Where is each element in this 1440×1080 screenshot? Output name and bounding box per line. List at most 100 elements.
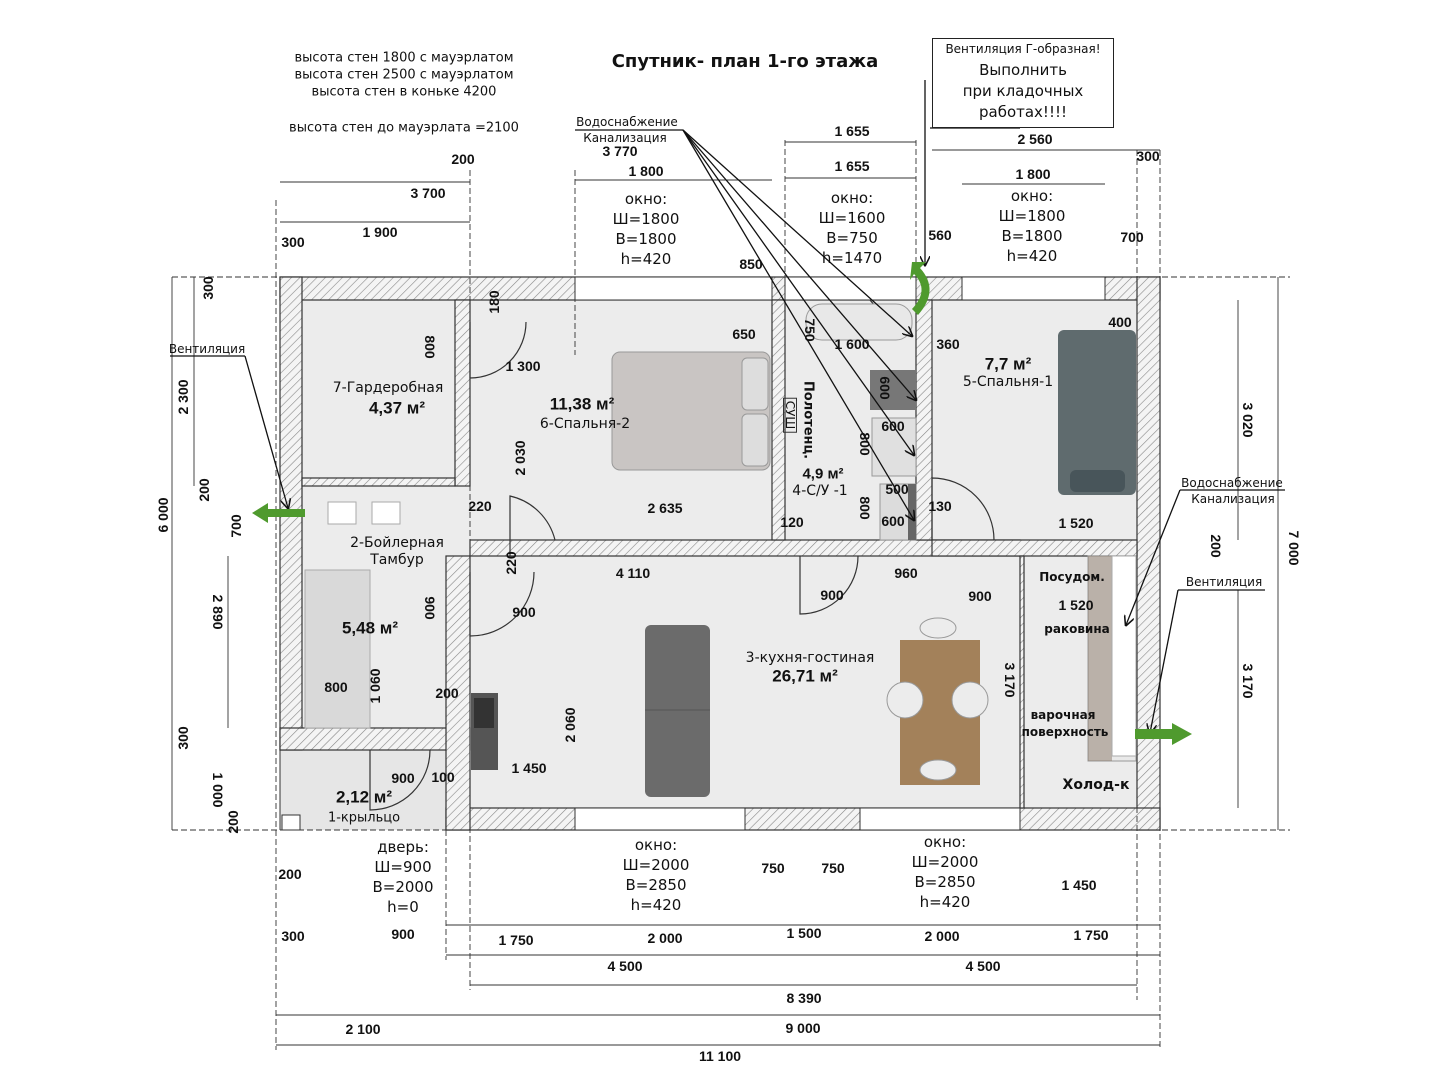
note-wall-height-1: высота стен 1800 с мауэрлатом [294,50,514,66]
vent-arrow-right [1135,723,1192,745]
window-height: В=2850 [625,876,687,894]
dimension-label: 600 [881,418,905,434]
dimension-label: 750 [802,318,818,342]
dimension-label: 220 [503,551,519,575]
door-swings [369,299,995,811]
vent-note-line: Вентиляция Г-образная! [945,42,1101,56]
door-sill: h=0 [387,898,419,916]
dimension-label: 200 [278,866,302,882]
dimension-label: 3 170 [1240,663,1256,699]
dimension-label: 800 [857,496,873,520]
dimension-label: 500 [885,481,909,497]
dimension-label: 1 800 [628,163,664,179]
vent-note-line: Выполнить [979,61,1067,79]
dimension-label: 2 560 [1017,131,1053,147]
dimension-label: 200 [435,685,459,701]
dimension-label: 100 [431,769,455,785]
window-label: окно: [624,190,668,208]
hob-label-2: поверхность [1021,725,1109,739]
fridge-label: Холод-к [1062,777,1130,793]
dimension-label: 200 [1208,534,1224,558]
window-spec-bedroom1: окно: Ш=1800 В=1800 h=420 [999,186,1066,266]
room-area-bedroom2: 11,38 м² [549,394,615,414]
window-sill: h=420 [1006,247,1058,265]
vent-arrows [252,262,1192,745]
dimension-label: 300 [1136,148,1160,164]
window-spec-living-1: окно: Ш=2000 В=2850 h=420 [623,835,690,915]
dimension-label: 800 [422,335,438,359]
sofa [645,625,710,797]
hob-label-1: варочная [1030,708,1096,722]
vent-note-line: работах!!!! [978,103,1067,121]
callout-sewer-top: Канализация [583,131,667,145]
dimension-label: 220 [468,498,492,514]
dimension-label: 300 [175,726,191,750]
dimension-label: 1 655 [834,158,870,174]
boiler-counter [304,569,371,729]
callout-sewer-right: Канализация [1191,492,1275,506]
dimension-label: 3 020 [1240,402,1256,438]
dimension-label: 2 060 [562,707,578,743]
window-label: окно: [830,189,874,207]
dimension-label: 8 390 [786,990,822,1006]
ventilation-note-box: Вентиляция Г-образная! Выполнить при кла… [932,38,1114,128]
window-label: окно: [1010,187,1054,205]
dimension-label: 7 000 [1286,530,1302,566]
dimension-label: 900 [820,587,844,603]
dimension-label: 9 000 [785,1020,821,1036]
dimension-lines [171,140,1290,1050]
callout-vent-right: Вентиляция [1185,575,1263,589]
window-spec-bedroom2: окно: Ш=1800 В=1800 h=420 [613,189,680,269]
room-area-porch: 2,12 м² [335,787,393,807]
dimension-label: 750 [761,860,785,876]
dimension-label: 2 635 [647,500,683,516]
dimension-label: 3 700 [410,185,446,201]
dimension-label: 2 030 [512,440,528,476]
dimension-label: 900 [422,596,438,620]
callout-water-top: Водоснабжение [576,115,678,129]
dimension-label: 1 450 [511,760,547,776]
dimension-label: 200 [196,478,212,502]
window-height: В=2850 [914,873,976,891]
dimension-label: 1 750 [1073,927,1109,943]
towel-dryer-label: Полотенц. [800,380,816,460]
window-openings [574,276,1106,831]
dimension-label: 900 [968,588,992,604]
window-height: В=1800 [615,230,677,248]
dimension-label: 200 [225,810,241,834]
room-name-bedroom1: 5-Спальня-1 [962,374,1054,390]
callout-water-right: Водоснабжение [1181,476,1283,490]
dimension-label: 1 450 [1061,877,1097,893]
room-name-boiler: 2-Бойлерная [350,535,444,551]
dimension-label: 300 [200,276,216,300]
dimension-label: 1 600 [834,336,870,352]
dimension-label: 360 [936,336,960,352]
room-area-boiler: 5,48 м² [341,618,399,638]
door-label: дверь: [377,838,429,856]
door-width: Ш=900 [374,858,432,876]
dimension-label: 1 520 [1058,597,1094,613]
dimension-label: 6 000 [155,497,171,533]
window-label: окно: [923,833,967,851]
callout-vent-left: Вентиляция [168,342,246,356]
room-name-wardrobe: 7-Гардеробная [332,380,444,396]
dimension-label: 300 [281,928,305,944]
window-width: Ш=2000 [911,853,979,871]
room-name-tambour: Тамбур [370,552,424,568]
dimension-label: 600 [881,513,905,529]
dimension-label: 4 110 [615,565,651,581]
dimension-label: 600 [877,376,893,400]
dimension-label: 700 [228,514,244,538]
dimension-label: 750 [821,860,845,876]
room-area-wardrobe: 4,37 м² [368,398,426,418]
dimension-label: 180 [486,290,502,314]
window-width: Ш=1800 [612,210,680,228]
dimension-label: 3 770 [602,143,638,159]
dimension-label: 4 500 [965,958,1001,974]
dimension-label: 960 [894,565,918,581]
vent-arrow-left [252,503,305,523]
window-label: окно: [634,836,678,854]
dimension-label: 200 [451,151,475,167]
dimension-label: 900 [391,926,415,942]
